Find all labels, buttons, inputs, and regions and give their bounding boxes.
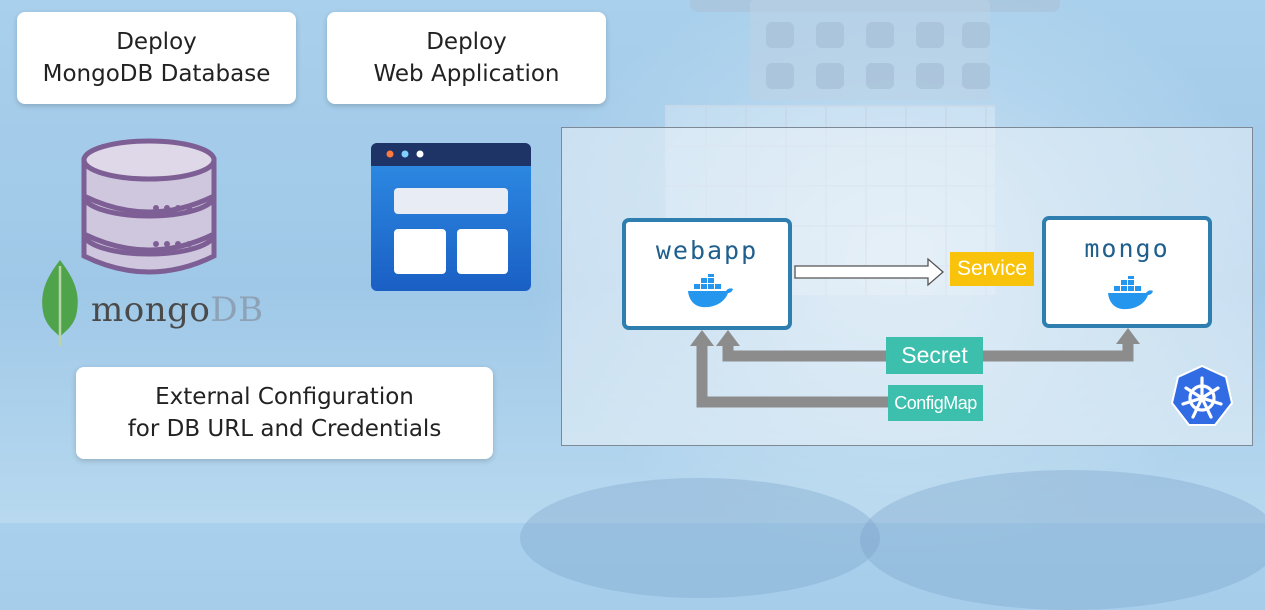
- background-container-cell: [816, 22, 844, 48]
- secret-to-mongo-line: [983, 340, 1134, 362]
- webapp-pod: webapp: [622, 218, 792, 330]
- mongodb-leaf-icon: [42, 260, 78, 346]
- secret-component: Secret: [886, 337, 983, 374]
- background-container-cell: [916, 63, 944, 89]
- deploy-webapp-card: Deploy Web Application: [327, 12, 606, 104]
- mongodb-wordmark-mongo: mongo: [91, 290, 211, 330]
- background-container-cell: [962, 63, 990, 89]
- external-config-card: External Configuration for DB URL and Cr…: [76, 367, 493, 459]
- docker-whale-icon: [688, 274, 733, 308]
- deploy-mongodb-line1: Deploy: [116, 29, 197, 55]
- deploy-webapp-line2: Web Application: [373, 61, 560, 87]
- kubernetes-helm-icon: [1171, 364, 1233, 426]
- mongodb-wordmark-db: DB: [210, 290, 264, 330]
- background-container-cell: [866, 22, 894, 48]
- mongo-pod: mongo: [1042, 216, 1212, 328]
- deploy-webapp-line1: Deploy: [426, 29, 507, 55]
- background-container-cell: [916, 22, 944, 48]
- connection-lines: [690, 257, 1140, 408]
- webapp-pod-label: webapp: [655, 236, 759, 265]
- web-application-icon: [371, 143, 531, 291]
- secret-to-webapp-arrowhead: [716, 330, 740, 346]
- configmap-to-webapp-line: [696, 342, 888, 408]
- configmap-to-webapp-arrowhead: [690, 330, 714, 346]
- external-config-line2: for DB URL and Credentials: [127, 416, 442, 442]
- deploy-mongodb-line2: MongoDB Database: [42, 61, 271, 87]
- background-container-cell: [962, 22, 990, 48]
- background-container-cell: [816, 63, 844, 89]
- webapp-to-service-arrow: [794, 257, 944, 287]
- docker-whale-icon: [1108, 276, 1153, 310]
- configmap-component: ConfigMap: [888, 385, 983, 421]
- background-container-cell: [866, 63, 894, 89]
- secret-to-webapp-line: [722, 342, 886, 362]
- mongodb-wordmark: mongoDB: [91, 290, 264, 330]
- external-config-line1: External Configuration: [155, 384, 414, 410]
- background-container-cell: [766, 63, 794, 89]
- secret-to-mongo-arrowhead: [1116, 328, 1140, 344]
- background-container-cell: [766, 22, 794, 48]
- database-icon: [81, 138, 217, 275]
- mongo-pod-label: mongo: [1084, 234, 1170, 263]
- deploy-mongodb-card: Deploy MongoDB Database: [17, 12, 296, 104]
- service-component: Service: [950, 252, 1034, 286]
